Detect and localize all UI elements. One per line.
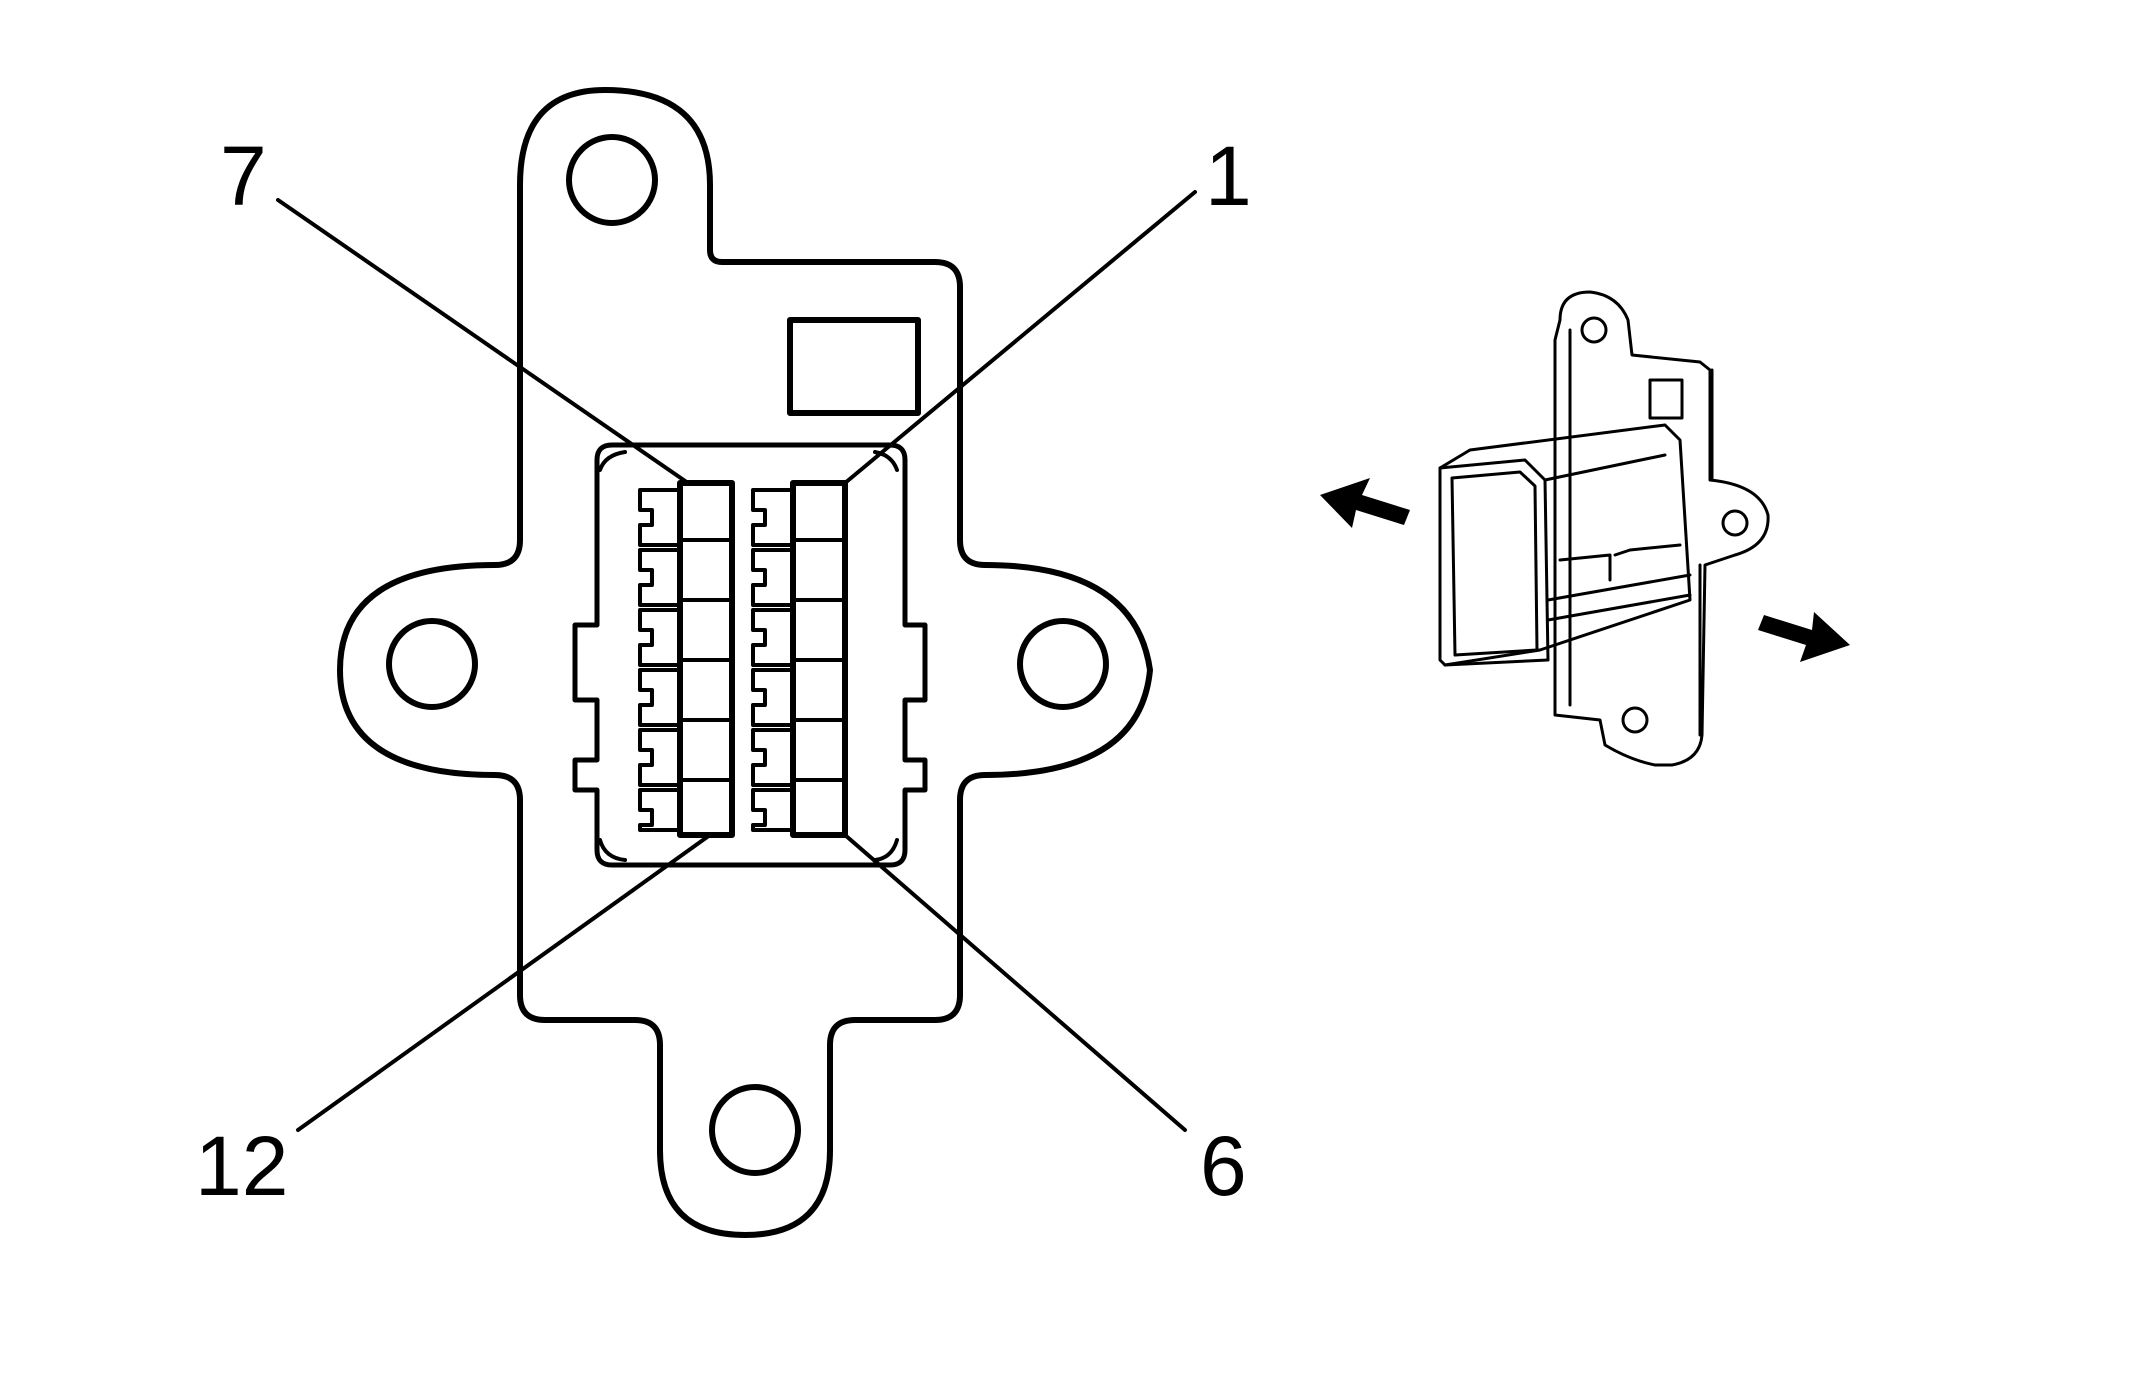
pin-label-12: 12: [195, 1119, 288, 1213]
mounting-hole-bottom: [709, 1084, 801, 1176]
mounting-hole-top: [566, 134, 658, 226]
mounting-hole-right: [1017, 618, 1109, 710]
connector-face-view: 7 1 12 6: [195, 87, 1252, 1238]
pin-label-7: 7: [220, 129, 267, 223]
iso-hole-bottom: [1621, 706, 1649, 734]
leader-line-12: [296, 833, 712, 1132]
arrow-left-icon: [1320, 478, 1410, 528]
arrow-right-icon: [1758, 612, 1850, 662]
inner-cavity: [572, 442, 928, 868]
housing-outline: [337, 87, 1153, 1238]
pin-label-1: 1: [1205, 129, 1252, 223]
terminal-column-left: [638, 480, 735, 838]
leader-line-7: [276, 198, 690, 485]
iso-hole-right: [1721, 509, 1749, 537]
connector-isometric-view: [1320, 290, 1850, 767]
iso-plug-face: [1438, 458, 1550, 667]
leader-line-6: [843, 833, 1187, 1132]
pin-label-6: 6: [1200, 1119, 1247, 1213]
iso-hole-top: [1580, 316, 1608, 344]
iso-mounting-plate: [1553, 290, 1770, 767]
terminal-column-right: [751, 480, 848, 838]
leader-line-1: [843, 190, 1197, 485]
square-window: [787, 317, 921, 416]
iso-plug-body: [1438, 423, 1692, 667]
inner-cavity-inner-edge: [598, 450, 899, 862]
mounting-hole-left: [386, 618, 478, 710]
iso-square-window: [1648, 378, 1684, 420]
